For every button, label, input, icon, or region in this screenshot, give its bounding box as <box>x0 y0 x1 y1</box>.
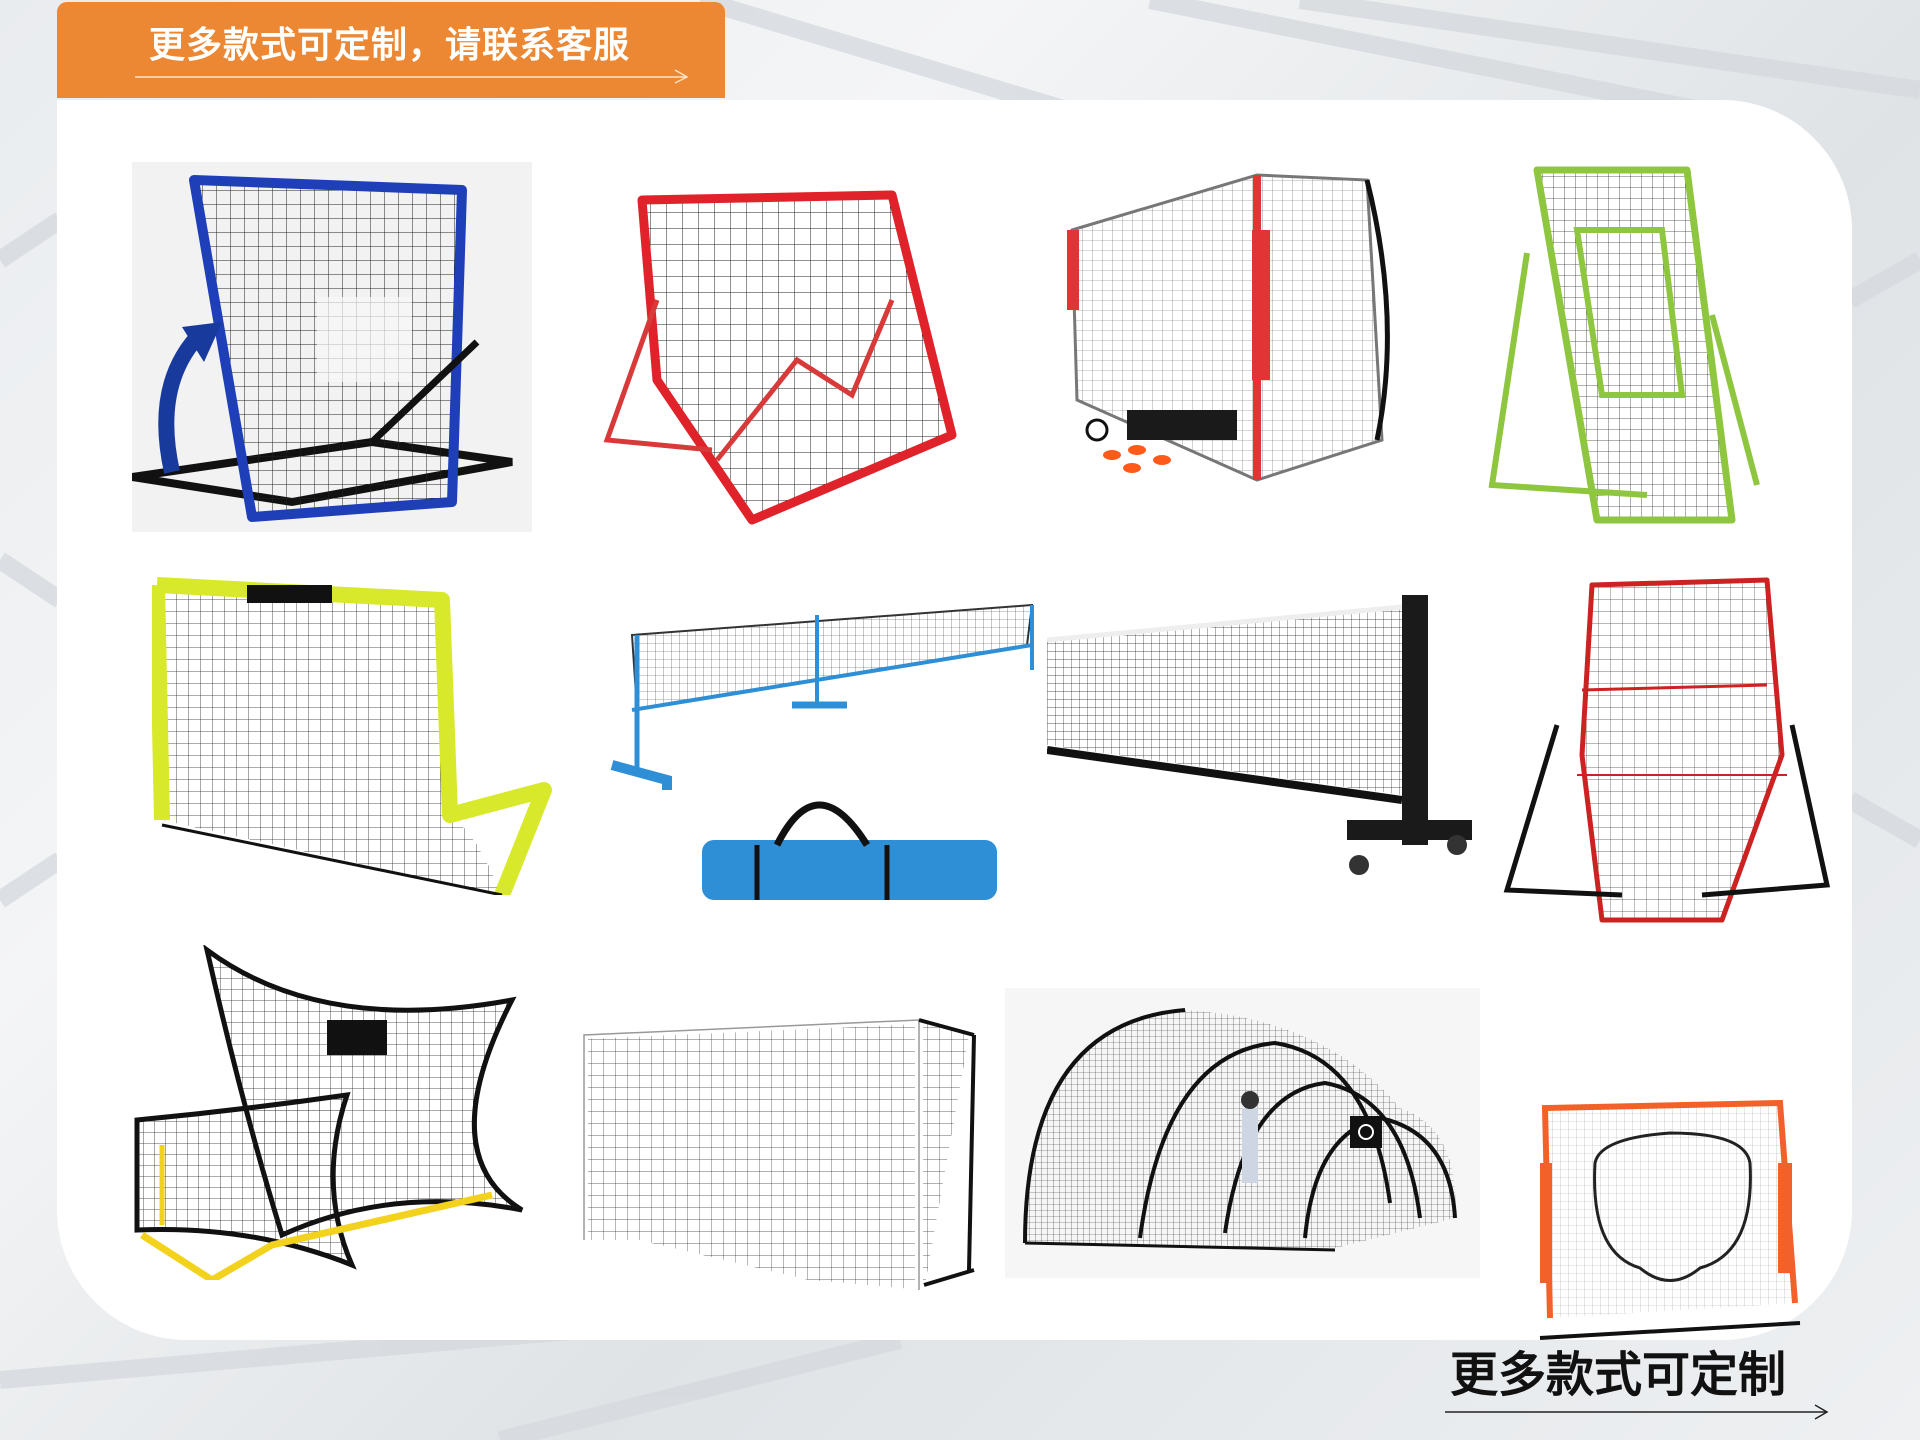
full-size-soccer-goal-icon <box>580 1015 976 1290</box>
product-rebounder-blue <box>132 162 532 532</box>
batting-tunnel-cage-icon <box>1005 988 1480 1278</box>
product-tennis-net-cart <box>1047 595 1477 895</box>
tennis-net-on-wheeled-stand-icon <box>1047 595 1472 875</box>
product-rebounder-red-tall <box>1502 575 1832 930</box>
product-rebounder-red <box>602 180 992 530</box>
product-pitchback-green <box>1487 165 1807 535</box>
baseball-practice-net-icon <box>1539 1099 1801 1340</box>
product-soccer-goal-red <box>1052 170 1462 490</box>
header-title: 更多款式可定制，请联系客服 <box>149 25 631 66</box>
product-batting-cage <box>1005 988 1480 1278</box>
product-gallery <box>57 100 1852 1340</box>
double-sided-soccer-rebounder-icon <box>134 945 524 1280</box>
tilting-rebounder-net-icon <box>132 162 532 532</box>
footer-title: 更多款式可定制 <box>1450 1347 1787 1403</box>
pop-up-goal-icon <box>152 577 552 895</box>
arrow-right-icon <box>1445 1404 1829 1420</box>
arrow-right-icon <box>135 69 689 84</box>
pitch-back-net-icon <box>1488 166 1760 524</box>
soccer-goal-with-accessories-icon <box>1067 173 1390 482</box>
a-frame-rebounder-net-icon <box>603 190 957 525</box>
product-popup-goal-yellow <box>152 575 562 895</box>
tall-rebounder-net-icon <box>1503 577 1831 923</box>
product-soccer-goal-white <box>579 1015 979 1290</box>
product-baseball-net-orange <box>1520 993 1820 1353</box>
header-banner: 更多款式可定制，请联系客服 <box>57 2 725 98</box>
portable-pickleball-net-with-bag-icon <box>610 603 1034 900</box>
product-pickleball-net <box>607 595 1057 915</box>
product-soccer-trainer-rebounder <box>132 945 532 1280</box>
